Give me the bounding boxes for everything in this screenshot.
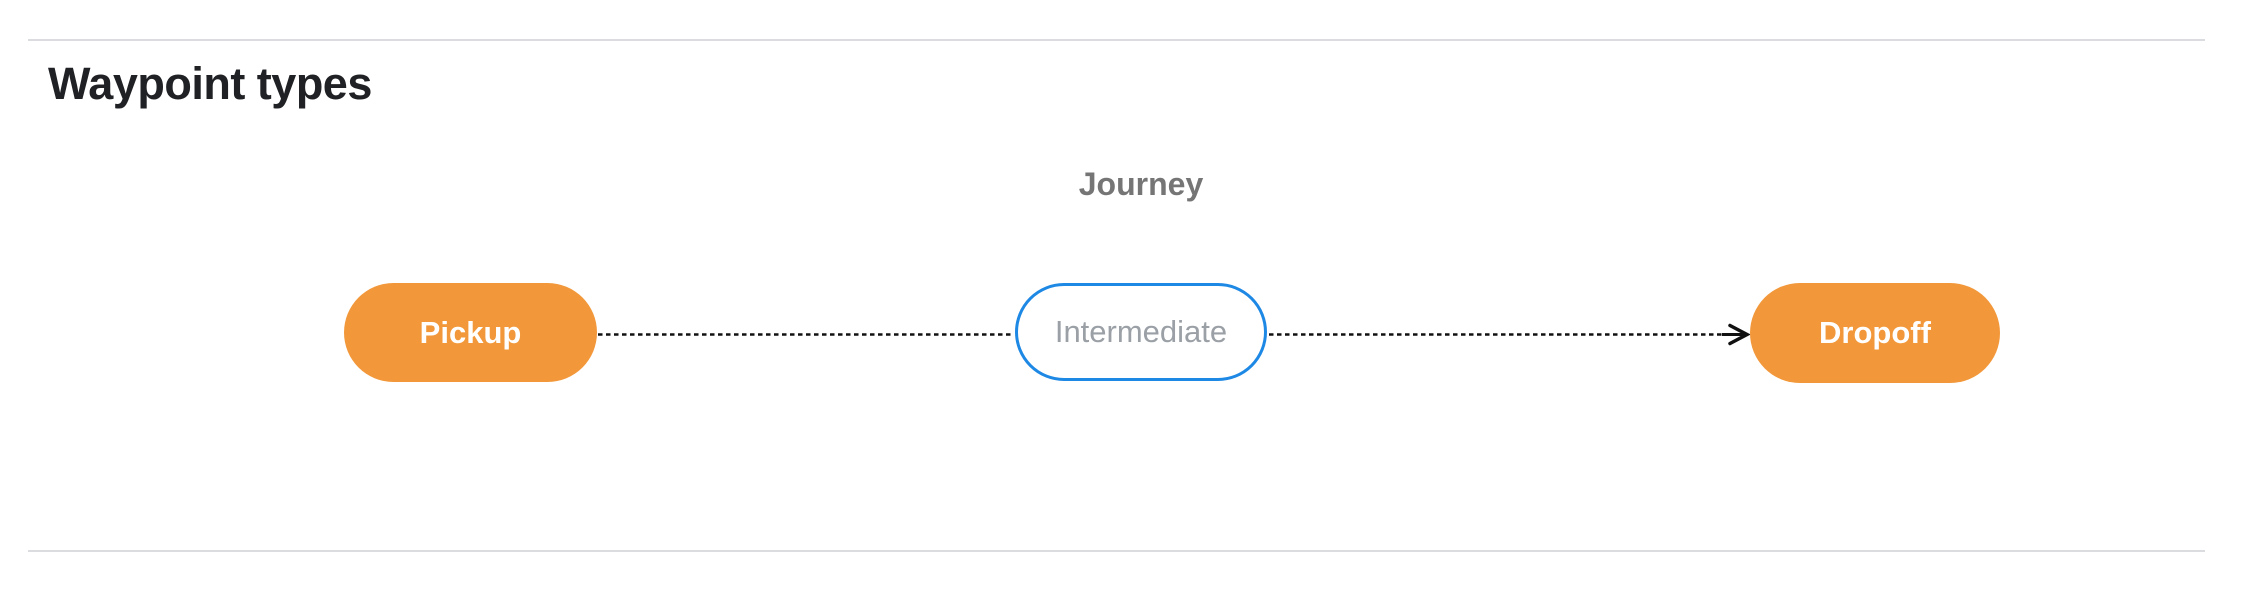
- node-intermediate: Intermediate: [1015, 283, 1267, 381]
- node-dropoff: Dropoff: [1750, 283, 2000, 383]
- journey-title: Journey: [1078, 166, 1204, 202]
- node-label: Intermediate: [1054, 314, 1228, 349]
- top-divider: [28, 39, 2205, 41]
- section-heading: Waypoint types: [48, 58, 372, 109]
- bottom-divider: [28, 550, 2205, 552]
- arrowhead-icon: [1728, 323, 1751, 346]
- node-pickup: Pickup: [344, 283, 597, 382]
- node-label: Pickup: [419, 314, 522, 350]
- node-label: Dropoff: [1819, 315, 1931, 350]
